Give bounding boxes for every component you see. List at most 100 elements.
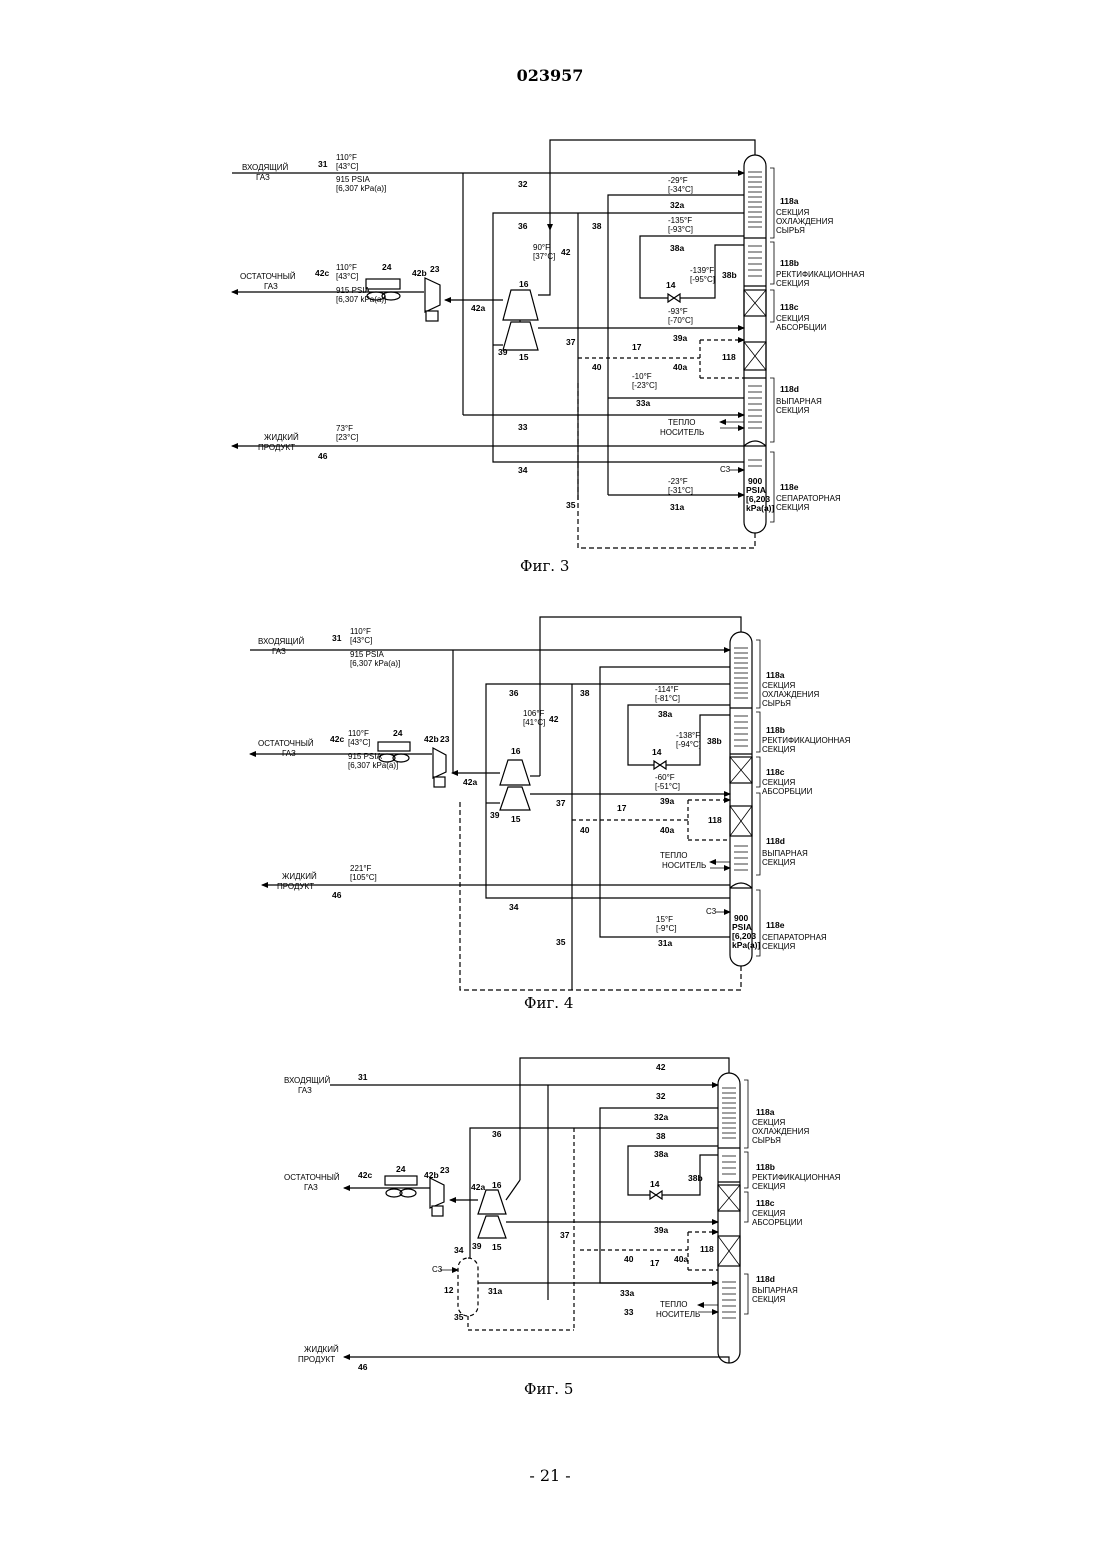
- label-streams-s35: 35: [566, 500, 576, 510]
- label-fig3-liq-t: 73°F: [336, 424, 353, 433]
- label-labels-residue-gas-1: ОСТАТОЧНЫЙ: [284, 1173, 340, 1182]
- label-labels-inlet-gas-1: ВХОДЯЩИЙ: [242, 163, 289, 172]
- label-labels-heat-2: НОСИТЕЛЬ: [662, 861, 706, 870]
- label-fig4-s39a-t: -60°F: [655, 773, 675, 782]
- label-streams-s32: 32: [656, 1091, 666, 1101]
- label-streams-s39: 39: [498, 347, 508, 357]
- label-fig4-liq-tc: [105°C]: [350, 873, 377, 882]
- label-labels-sec-c-1: СЕКЦИЯ: [776, 314, 809, 323]
- label-streams-s42a: 42a: [463, 777, 477, 787]
- label-equipment-e23: 23: [430, 264, 440, 274]
- label-equipment-e24: 24: [382, 262, 392, 272]
- label-streams-s31: 31: [332, 633, 342, 643]
- label-fig4-inlet-t: 110°F: [350, 627, 371, 636]
- label-fig3-inlet-pk: [6,307 kPa(a)]: [336, 184, 386, 193]
- label-streams-s46: 46: [318, 451, 328, 461]
- label-labels-c3: C3: [432, 1265, 443, 1274]
- label-streams-s35: 35: [454, 1312, 464, 1322]
- label-labels-sec-a-3: СЫРЬЯ: [776, 226, 805, 235]
- label-fig3-s38a-tc: [-93°C]: [668, 225, 693, 234]
- label-labels-liquid-2: ПРОДУКТ: [258, 443, 295, 452]
- label-labels-sec-b-2: СЕКЦИЯ: [776, 279, 809, 288]
- label-labels-sec-d-1: ВЫПАРНАЯ: [762, 849, 808, 858]
- label-streams-s31: 31: [318, 159, 328, 169]
- label-labels-sec-b-2: СЕКЦИЯ: [752, 1182, 785, 1191]
- figure-4: [250, 617, 760, 990]
- label-labels-sec-c-code: 118c: [780, 302, 799, 312]
- label-streams-s32a: 32a: [670, 200, 684, 210]
- label-fig3-inlet-t: 110°F: [336, 153, 357, 162]
- label-labels-sec-b-code: 118b: [766, 725, 785, 735]
- label-labels-sec-b-1: РЕКТИФИКАЦИОННАЯ: [776, 270, 865, 279]
- label-streams-s42c: 42c: [358, 1170, 372, 1180]
- label-fig4-s31a-tc: [-9°C]: [656, 924, 677, 933]
- label-labels-sec-c-1: СЕКЦИЯ: [752, 1209, 785, 1218]
- label-labels-sec-d-code: 118d: [756, 1274, 775, 1284]
- label-streams-s34: 34: [509, 902, 519, 912]
- label-streams-s40: 40: [592, 362, 602, 372]
- label-streams-s39a: 39a: [673, 333, 687, 343]
- label-streams-s42a: 42a: [471, 303, 485, 313]
- label-labels-sec-a-1: СЕКЦИЯ: [762, 681, 795, 690]
- label-labels-sec-c-code: 118c: [756, 1198, 775, 1208]
- label-labels-inlet-gas-2: ГАЗ: [256, 173, 270, 182]
- label-labels-residue-gas-2: ГАЗ: [282, 749, 296, 758]
- label-labels-residue-gas-2: ГАЗ: [304, 1183, 318, 1192]
- label-equipment-e14: 14: [666, 280, 676, 290]
- label-streams-s42b: 42b: [424, 1170, 439, 1180]
- label-equipment-e16: 16: [511, 746, 521, 756]
- label-streams-s35: 35: [556, 937, 566, 947]
- label-labels-tower: 118: [722, 352, 736, 362]
- label-labels-sec-b-1: РЕКТИФИКАЦИОННАЯ: [752, 1173, 841, 1182]
- label-streams-s31a: 31a: [658, 938, 672, 948]
- label-fig3-s31a-tc: [-31°C]: [668, 486, 693, 495]
- label-fig4-s39a-tc: [-51°C]: [655, 782, 680, 791]
- label-labels-liquid-1: ЖИДКИЙ: [282, 872, 317, 881]
- label-fig3-res-p: 915 PSIA: [336, 286, 370, 295]
- label-fig4-s38a-t: -114°F: [655, 685, 679, 694]
- label-fig3-s38a-t: -135°F: [668, 216, 692, 225]
- label-streams-s34: 34: [518, 465, 528, 475]
- label-streams-s46: 46: [358, 1362, 368, 1372]
- label-streams-s34: 34: [454, 1245, 464, 1255]
- label-fig4-liq-t: 221°F: [350, 864, 372, 873]
- label-fig3-s33a-tc: [-23°C]: [632, 381, 657, 390]
- label-streams-s42c: 42c: [330, 734, 344, 744]
- label-labels-sec-c-2: АБСОРБЦИИ: [762, 787, 813, 796]
- label-fig3-s39a-tc: [-70°C]: [668, 316, 693, 325]
- label-streams-s37: 37: [566, 337, 576, 347]
- label-streams-s40a: 40a: [673, 362, 687, 372]
- label-streams-s38b: 38b: [688, 1173, 703, 1183]
- label-labels-sec-e-2: СЕКЦИЯ: [762, 942, 795, 951]
- label-streams-s31a: 31a: [488, 1286, 502, 1296]
- label-streams-s37: 37: [556, 798, 566, 808]
- label-fig4-s31a-t: 15°F: [656, 915, 673, 924]
- label-streams-s36: 36: [518, 221, 528, 231]
- label-equipment-e15: 15: [492, 1242, 502, 1252]
- label-streams-s42: 42: [656, 1062, 666, 1072]
- label-equipment-e23: 23: [440, 734, 450, 744]
- label-labels-tower: 118: [708, 815, 722, 825]
- label-labels-sec-a-1: СЕКЦИЯ: [776, 208, 809, 217]
- label-labels-sec-b-code: 118b: [756, 1162, 775, 1172]
- label-fig3-s42-t: 90°F: [533, 243, 550, 252]
- label-labels-sec-e-1: СЕПАРАТОРНАЯ: [762, 933, 827, 942]
- figure-4-caption: Фиг. 4: [524, 994, 573, 1012]
- label-equipment-e17: 17: [632, 342, 642, 352]
- label-labels-sec-c-1: СЕКЦИЯ: [762, 778, 795, 787]
- label-equipment-e12: 12: [444, 1285, 454, 1295]
- label-fig4-res-t: 110°F: [348, 729, 369, 738]
- label-labels-sec-e-2: СЕКЦИЯ: [776, 503, 809, 512]
- label-streams-s33: 33: [518, 422, 528, 432]
- label-streams-s32a: 32a: [654, 1112, 668, 1122]
- label-streams-s38a: 38a: [658, 709, 672, 719]
- label-labels-liquid-2: ПРОДУКТ: [277, 882, 314, 891]
- label-fig4-res-p: 915 PSIA: [348, 752, 382, 761]
- label-labels-heat-2: НОСИТЕЛЬ: [656, 1310, 700, 1319]
- label-streams-s38a: 38a: [654, 1149, 668, 1159]
- label-labels-sec-d-code: 118d: [780, 384, 799, 394]
- label-labels-sec-e-code: 118e: [766, 920, 785, 930]
- label-labels-c3: C3: [706, 907, 717, 916]
- figure-5-caption: Фиг. 5: [524, 1380, 573, 1398]
